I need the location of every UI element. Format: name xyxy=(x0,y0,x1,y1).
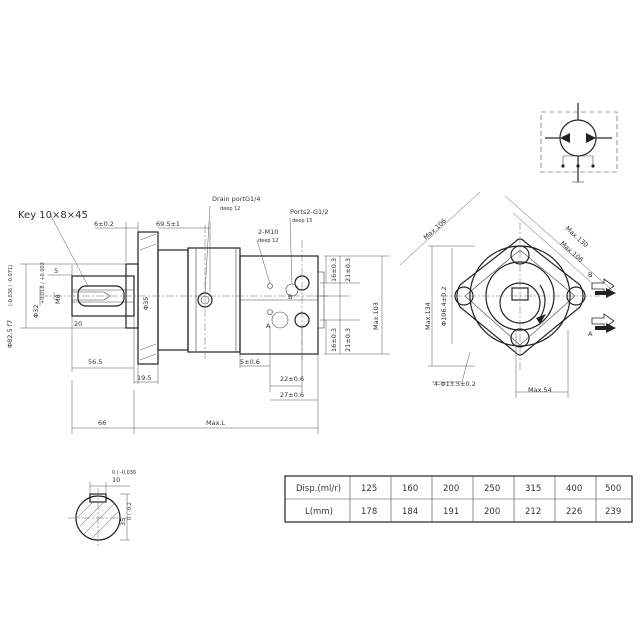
dim-5: 5 xyxy=(54,267,58,275)
ports-depth-label: deep 15 xyxy=(292,218,312,224)
table-header-disp: Disp.(ml/r) xyxy=(296,484,341,494)
dim-max-103: Max.103 xyxy=(372,302,380,330)
rotation-arrowhead xyxy=(536,314,546,324)
key-label: Key 10×8×45 xyxy=(18,210,88,221)
dim-19-5: 19.5 xyxy=(137,374,151,382)
front-port-a-label: A xyxy=(588,330,593,338)
dim-32-tol: +0.018 / +0.002 xyxy=(40,262,46,304)
m10-label: 2-M10 xyxy=(258,228,278,236)
drain-port-label: Drain portG1/4 xyxy=(212,195,260,203)
dim-holes: 4-Φ13.5±0.2 xyxy=(434,380,476,388)
dim-key-height: 35 xyxy=(119,518,127,526)
port-b-arrow xyxy=(595,288,616,298)
table-cell: 212 xyxy=(525,507,541,517)
dim-27: 27±0.6 xyxy=(280,391,304,399)
dim-106-4: Φ106.4±0.2 xyxy=(440,286,448,326)
table-cell: 226 xyxy=(566,507,582,517)
m10-hole xyxy=(267,283,273,289)
drain-depth-label: deep 12 xyxy=(220,206,240,212)
dim-key-width: 10 xyxy=(112,476,120,484)
bearing-housing xyxy=(157,249,189,351)
table-header-length: L(mm) xyxy=(305,507,333,517)
dim-5-0-6: 5±0.6 xyxy=(240,358,260,366)
side-view xyxy=(40,225,330,365)
dim-56-5: 56.5 xyxy=(88,358,102,366)
dim-69-5: 69.5±1 xyxy=(156,220,180,228)
table-cell: 500 xyxy=(605,484,621,494)
dim-max-106-a: Max.106 xyxy=(422,217,448,242)
port-a-fitting xyxy=(271,311,289,329)
dim-m8: M8 xyxy=(54,294,62,304)
port-b-label: B xyxy=(288,293,292,301)
rotation-arrow xyxy=(539,284,546,319)
front-view-dimensions xyxy=(399,191,613,398)
ports-label: Ports2-G1/2 xyxy=(290,208,329,216)
table-cell: 125 xyxy=(361,484,377,494)
table-cell: 239 xyxy=(605,507,621,517)
m10-depth-label: deep 12 xyxy=(258,238,278,244)
port-block xyxy=(239,255,319,355)
shaft-section: 10 0 / -0.036 35 0 / -0.2 xyxy=(68,470,136,546)
dim-16-bot: 16±0.3 xyxy=(330,328,338,352)
symbol-frame xyxy=(540,111,618,173)
table-cell: 200 xyxy=(484,507,500,517)
front-view xyxy=(440,222,616,372)
dim-key-width-tol: 0 / -0.036 xyxy=(112,470,136,476)
table-cell: 400 xyxy=(566,484,582,494)
front-port-b-label: B xyxy=(588,271,592,279)
table-cell: 178 xyxy=(361,507,377,517)
dim-22: 22±0.6 xyxy=(280,375,304,383)
dim-6: 6±0.2 xyxy=(94,220,114,228)
dim-66: 66 xyxy=(98,419,106,427)
table-cell: 250 xyxy=(484,484,500,494)
m10-hole xyxy=(267,309,273,315)
dim-max-l: Max.L xyxy=(206,419,226,427)
table-cell: 184 xyxy=(402,507,418,517)
dim-21-bot: 21±0.3 xyxy=(344,328,352,352)
dim-35: Φ35 xyxy=(142,297,150,310)
dim-20: 20 xyxy=(74,320,82,328)
dim-82-5: Φ82.5 f7 xyxy=(6,320,14,348)
port-a-arrow xyxy=(595,323,616,333)
dim-key-height-tol: 0 / -0.2 xyxy=(127,502,133,520)
dim-32: Φ32 xyxy=(32,305,40,318)
dim-16-top: 16±0.3 xyxy=(330,258,338,282)
front-view-text: Max.106 Max.130 Max.106 Max.134 Φ106.4±0… xyxy=(422,217,593,394)
dim-82-5-tol: (-0.036 / -0.071) xyxy=(8,265,14,306)
table-cell: 160 xyxy=(402,484,418,494)
table-cell: 315 xyxy=(525,484,541,494)
side-view-text: Key 10×8×45 6±0.2 69.5±1 Drain portG1/4 … xyxy=(6,195,380,427)
table-cell: 200 xyxy=(443,484,459,494)
side-view-dimensions xyxy=(20,205,390,434)
dim-max-134: Max.134 xyxy=(424,302,432,330)
square-flange xyxy=(456,238,584,356)
spec-table: Disp.(ml/r) L(mm) 125 160 200 250 315 40… xyxy=(284,475,633,523)
mount-hole-bottom xyxy=(510,328,530,348)
hydraulic-symbol xyxy=(540,103,618,183)
dim-max-54: Max.54 xyxy=(528,386,552,394)
dim-21-top: 21±0.3 xyxy=(344,258,352,282)
table-cell: 191 xyxy=(443,507,459,517)
port-a-label: A xyxy=(266,322,271,330)
